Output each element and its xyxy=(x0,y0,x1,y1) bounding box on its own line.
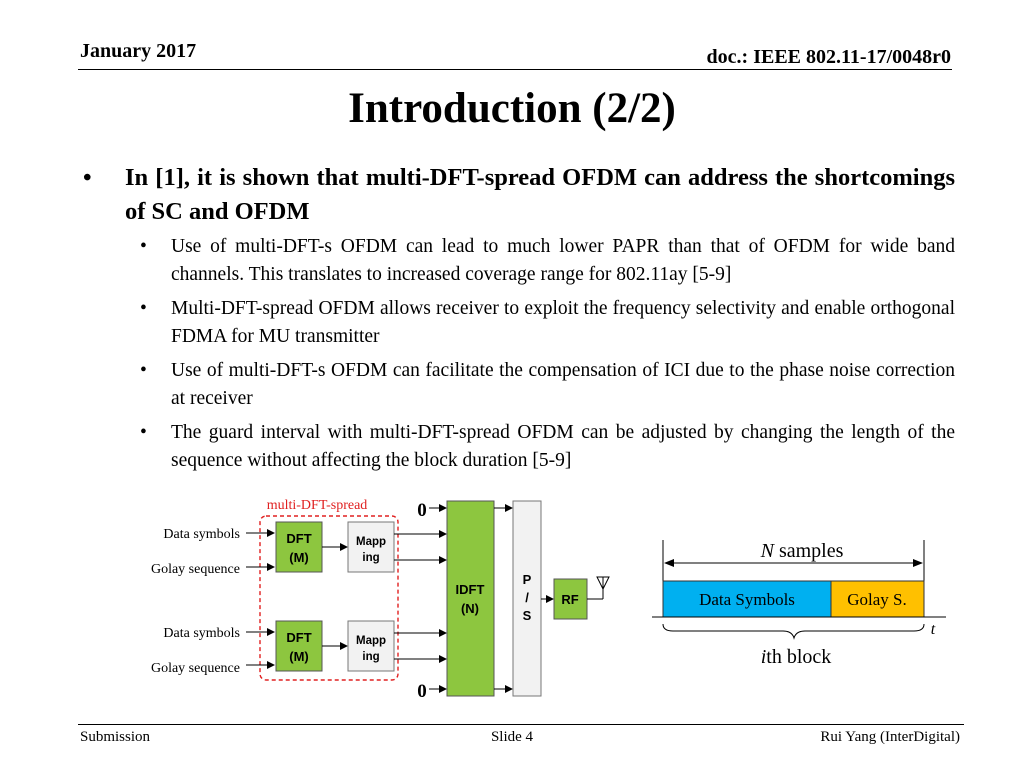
sub-bullet: • The guard interval with multi-DFT-spre… xyxy=(80,419,955,475)
samples-count-symbol: N xyxy=(760,540,776,562)
sub-bullet-text: Multi-DFT-spread OFDM allows receiver to… xyxy=(171,298,955,347)
mapping-label: ing xyxy=(362,651,379,663)
data-symbols-segment xyxy=(662,580,832,618)
header-date: January 2017 xyxy=(80,40,197,62)
parallel-to-serial-block xyxy=(512,500,542,697)
data-symbols-segment-label: Data Symbols xyxy=(699,590,795,609)
idft-block xyxy=(446,500,495,697)
mapping-label: Mapp xyxy=(356,635,386,647)
ps-label: / xyxy=(525,590,529,605)
footer-submission: Submission xyxy=(80,729,151,745)
mapping-block xyxy=(347,521,395,573)
golay-segment-label: Golay S. xyxy=(847,590,907,609)
dft-label: (M) xyxy=(289,550,309,565)
sub-bullet-text: The guard interval with multi-DFT-spread… xyxy=(171,422,955,471)
antenna-icon xyxy=(587,576,610,600)
sub-bullet: • Multi-DFT-spread OFDM allows receiver … xyxy=(80,295,955,351)
zero-padding-label: 0 xyxy=(417,681,427,702)
bullet-dot: • xyxy=(140,236,147,257)
block-index-text: th block xyxy=(766,646,831,668)
multi-dft-spread-group xyxy=(259,515,399,681)
input-label: Data symbols xyxy=(163,527,240,542)
block-brace xyxy=(662,623,925,640)
zero-padding-label: 0 xyxy=(417,500,427,521)
dft-label: DFT xyxy=(286,630,311,645)
input-label: Data symbols xyxy=(163,626,240,641)
time-axis-label: t xyxy=(931,621,936,638)
slide-number: Slide 4 xyxy=(490,729,534,745)
main-bullet: • In [1], it is shown that multi-DFT-spr… xyxy=(80,161,955,229)
multi-dft-spread-label: multi-DFT-spread xyxy=(267,498,368,513)
arrowhead-right-icon xyxy=(913,559,923,567)
dft-label: DFT xyxy=(286,531,311,546)
header-divider xyxy=(78,69,952,70)
samples-label: N samples xyxy=(760,540,844,562)
bullet-dot: • xyxy=(83,164,92,191)
header-doc-id: doc.: IEEE 802.11-17/0048r0 xyxy=(706,46,951,68)
samples-text: samples xyxy=(774,540,844,562)
bullet-list: • In [1], it is shown that multi-DFT-spr… xyxy=(80,161,955,481)
idft-label: IDFT xyxy=(456,582,485,597)
golay-segment xyxy=(830,580,925,618)
ps-label: S xyxy=(523,608,532,623)
ps-label: P xyxy=(523,572,532,587)
input-label: Golay sequence xyxy=(151,661,240,676)
block-index-label: ith block xyxy=(761,646,832,668)
mapping-label: ing xyxy=(362,552,379,564)
dft-label: (M) xyxy=(289,649,309,664)
block-index-symbol: i xyxy=(761,646,767,668)
sub-bullet: • Use of multi-DFT-s OFDM can facilitate… xyxy=(80,357,955,413)
sub-bullet-text: Use of multi-DFT-s OFDM can facilitate t… xyxy=(171,360,955,409)
dft-block xyxy=(275,521,323,573)
main-bullet-text: In [1], it is shown that multi-DFT-sprea… xyxy=(125,164,955,225)
sub-bullet: • Use of multi-DFT-s OFDM can lead to mu… xyxy=(80,233,955,289)
mapping-label: Mapp xyxy=(356,536,386,548)
mapping-block xyxy=(347,620,395,672)
idft-label: (N) xyxy=(461,601,479,616)
footer-divider xyxy=(78,724,964,725)
bullet-dot: • xyxy=(140,360,147,381)
slide-title: Introduction (2/2) xyxy=(348,85,676,132)
footer-author: Rui Yang (InterDigital) xyxy=(820,729,960,745)
sub-bullet-list: • Use of multi-DFT-s OFDM can lead to mu… xyxy=(80,233,955,475)
input-label: Golay sequence xyxy=(151,562,240,577)
rf-label: RF xyxy=(561,592,578,607)
arrowhead-left-icon xyxy=(664,559,674,567)
bullet-dot: • xyxy=(140,422,147,443)
bullet-dot: • xyxy=(140,298,147,319)
sub-bullet-text: Use of multi-DFT-s OFDM can lead to much… xyxy=(171,236,955,285)
